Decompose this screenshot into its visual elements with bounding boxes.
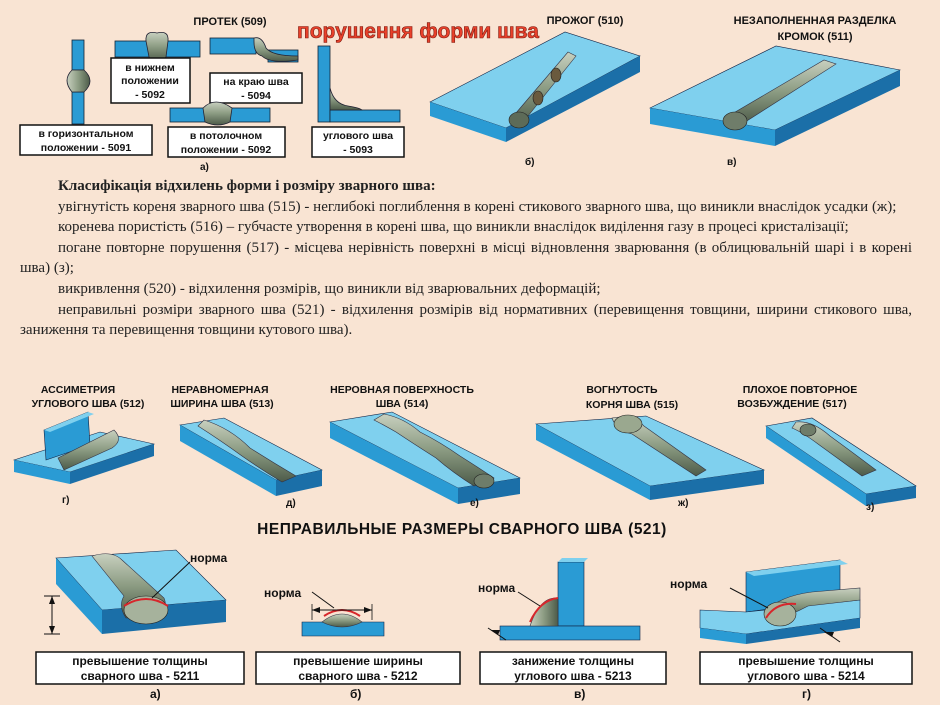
box-ceiling-line1: в потолочном (190, 130, 262, 142)
box-horizontal-line1: в горизонтальном (38, 128, 133, 140)
classification-text: Класифікація відхилень форми і розміру з… (20, 176, 912, 341)
mid-asym: АССИМЕТРИЯ УГЛОВОГО ШВА (512) г) (12, 384, 156, 506)
bottom-4: норма превышение толщины углового шва - … (670, 559, 913, 701)
protek-bottom-sketch (114, 31, 201, 62)
box-edge-line1: на краю шва (223, 76, 289, 88)
box-bottom-line1: в нижнем (125, 62, 175, 74)
box-edge: на краю шва - 5094 (209, 72, 303, 104)
label-g-mid: г) (62, 495, 70, 506)
norma-label-4: норма (670, 577, 707, 591)
uneven-width-title-1: НЕРАВНОМЕРНАЯ (171, 384, 268, 396)
classification-item-517: погане повторне порушення (517) - місцев… (20, 239, 912, 277)
box-fillet: углового шва - 5093 (311, 126, 405, 158)
nezap-group: НЕЗАПОЛНЕННАЯ РАЗДЕЛКА КРОМОК (511) в) (649, 15, 901, 168)
box-horizontal-position: в горизонтальном положении - 5091 (19, 124, 153, 156)
mid-uneven-surface: НЕРОВНАЯ ПОВЕРХНОСТЬ ШВА (514) е) (329, 384, 521, 509)
box3-line2: углового шва - 5213 (514, 669, 632, 683)
nezap-title-2: КРОМОК (511) (777, 31, 852, 43)
label-a-top: а) (200, 162, 209, 173)
label-v-bottom: в) (574, 687, 585, 701)
classification-item-520: викривлення (520) - відхилення розмірів,… (58, 280, 601, 297)
asym-title-2: УГЛОВОГО ШВА (512) (32, 398, 145, 410)
bottom-2: норма превышение ширины сварного шва - 5… (255, 586, 461, 701)
label-e-mid: е) (470, 498, 479, 509)
bottom-1: норма превышение толщины сварного шва - … (35, 549, 245, 701)
box4-line2: углового шва - 5214 (747, 669, 865, 683)
box4-line1: превышение толщины (738, 654, 874, 668)
box1-line1: превышение толщины (72, 654, 208, 668)
box2-line1: превышение ширины (293, 654, 423, 668)
nezap-title-1: НЕЗАПОЛНЕННАЯ РАЗДЕЛКА (734, 15, 897, 27)
label-z-mid: з) (866, 502, 874, 513)
box-horizontal-line2: положении - 5091 (41, 142, 132, 154)
uneven-width-title-2: ШИРИНА ШВА (513) (170, 398, 273, 410)
mid-bad-restart: ПЛОХОЕ ПОВТОРНОЕ ВОЗБУЖДЕНИЕ (517) з) (737, 384, 917, 513)
concave-root-title-2: КОРНЯ ШВА (515) (586, 399, 678, 411)
bottom-3: норма занижение толщины углового шва - 5… (478, 558, 667, 701)
protek-fillet-sketch (317, 45, 401, 123)
norma-label-3: норма (478, 581, 515, 595)
classification-item-516: коренева пористість (516) – губчасте утв… (58, 219, 849, 236)
norma-label-1: норма (190, 551, 227, 565)
box-edge-line2: - 5094 (241, 90, 271, 102)
uneven-surface-title-2: ШВА (514) (376, 398, 429, 410)
label-g-bottom: г) (802, 687, 811, 701)
bad-restart-title-1: ПЛОХОЕ ПОВТОРНОЕ (743, 384, 857, 396)
box-ceiling-position: в потолочном положении - 5092 (167, 126, 286, 158)
classification-item-521: неправильні розміри зварного шва (521) -… (20, 301, 912, 339)
bottom-title: НЕПРАВИЛЬНЫЕ РАЗМЕРЫ СВАРНОГО ШВА (521) (257, 521, 667, 538)
label-v-top: в) (727, 157, 736, 168)
label-b-top: б) (525, 156, 535, 168)
box-bottom-line3: - 5092 (135, 89, 165, 101)
label-d-mid: д) (286, 498, 296, 509)
label-a-bottom: а) (150, 687, 161, 701)
concave-root-title-1: ВОГНУТОСТЬ (586, 384, 658, 396)
box-bottom-line2: положении (121, 75, 179, 87)
bad-restart-title-2: ВОЗБУЖДЕНИЕ (517) (737, 398, 846, 410)
asym-title-1: АССИМЕТРИЯ (41, 384, 115, 396)
box-ceiling-line2: положении - 5092 (181, 144, 272, 156)
prozhog-group: ПРОЖОГ (510) б) (429, 15, 641, 168)
slide-title: порушення форми шва (297, 20, 539, 43)
mid-concave-root: ВОГНУТОСТЬ КОРНЯ ШВА (515) ж) (534, 384, 766, 509)
box-fillet-line1: углового шва (323, 130, 393, 142)
protek-horizontal-sketch (66, 39, 91, 125)
label-zh-mid: ж) (677, 498, 688, 509)
prozhog-title: ПРОЖОГ (510) (547, 15, 624, 27)
box2-line2: сварного шва - 5212 (298, 669, 418, 683)
protek-title: ПРОТЕК (509) (193, 16, 266, 28)
mid-uneven-width: НЕРАВНОМЕРНАЯ ШИРИНА ШВА (513) д) (170, 384, 323, 509)
protek-ceiling-sketch (169, 101, 271, 126)
box1-line2: сварного шва - 5211 (81, 669, 200, 683)
label-b-bottom: б) (350, 687, 361, 701)
classification-item-515: увігнутість кореня зварного шва (515) - … (58, 198, 897, 215)
norma-label-2: норма (264, 586, 301, 600)
box3-line1: занижение толщины (512, 654, 634, 668)
box-bottom-position: в нижнем положении - 5092 (110, 57, 191, 104)
protek-group: ПРОТЕК (509) в горизонтальном положении … (19, 16, 405, 173)
classification-heading: Класифікація відхилень форми і розміру з… (58, 178, 436, 194)
box-fillet-line2: - 5093 (343, 144, 373, 156)
protek-edge-sketch (209, 37, 299, 63)
uneven-surface-title-1: НЕРОВНАЯ ПОВЕРХНОСТЬ (330, 384, 474, 396)
